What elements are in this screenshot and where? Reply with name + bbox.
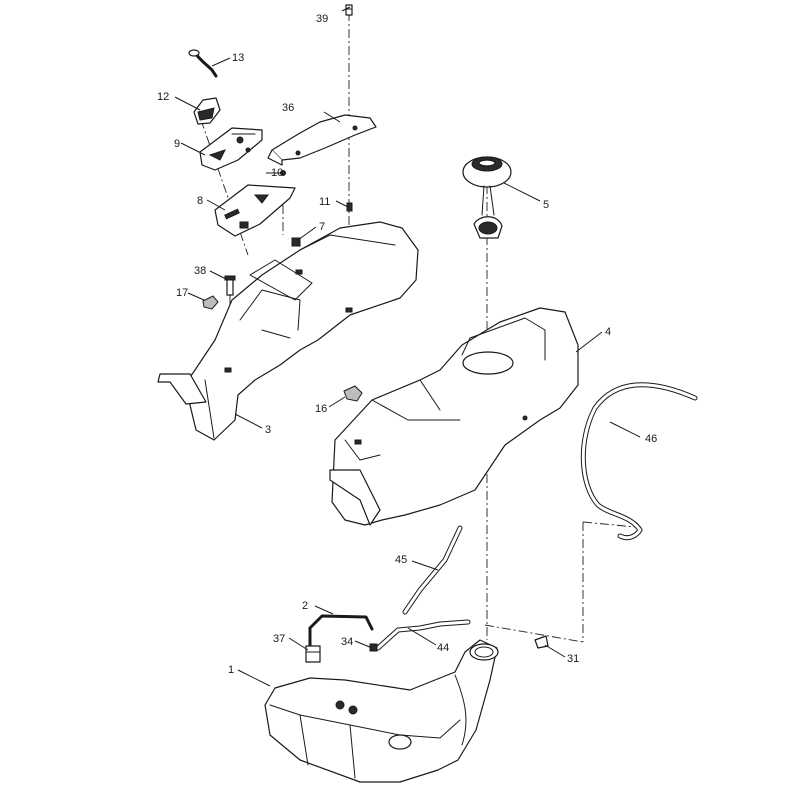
callout-9: 9 bbox=[174, 138, 180, 150]
part-3-console-body bbox=[157, 221, 419, 441]
callout-3: 3 bbox=[265, 424, 271, 436]
callout-37: 37 bbox=[273, 633, 285, 645]
part-17-cap bbox=[202, 295, 219, 310]
part-46-hose bbox=[580, 382, 698, 541]
callout-2: 2 bbox=[302, 600, 308, 612]
callout-7: 7 bbox=[319, 221, 325, 233]
callout-10: 10 bbox=[271, 167, 283, 179]
callout-31: 31 bbox=[567, 653, 579, 665]
callout-1: 1 bbox=[228, 664, 234, 676]
part-36-cover-plate bbox=[267, 114, 377, 166]
part-7-clip bbox=[291, 237, 301, 247]
part-39-bolt bbox=[345, 4, 353, 16]
callout-39: 39 bbox=[316, 13, 328, 25]
part-31-connector bbox=[534, 635, 549, 649]
part-16-cap bbox=[343, 385, 363, 402]
part-45-hose bbox=[402, 525, 463, 615]
callout-38: 38 bbox=[194, 265, 206, 277]
part-37-fastener bbox=[305, 645, 321, 663]
callout-labels: 39 13 12 36 9 10 8 11 7 38 17 5 4 46 16 … bbox=[157, 13, 657, 676]
part-8-plate bbox=[214, 184, 296, 237]
callout-17: 17 bbox=[176, 287, 188, 299]
callout-8: 8 bbox=[197, 195, 203, 207]
callout-36: 36 bbox=[282, 102, 294, 114]
callout-34: 34 bbox=[341, 636, 353, 648]
part-12-grip bbox=[193, 97, 221, 125]
callout-12: 12 bbox=[157, 91, 169, 103]
part-44-fuel-line bbox=[375, 619, 471, 651]
callout-5: 5 bbox=[543, 199, 549, 211]
callout-46: 46 bbox=[645, 433, 657, 445]
part-1-fuel-tank bbox=[264, 639, 499, 783]
callout-13: 13 bbox=[232, 52, 244, 64]
callout-4: 4 bbox=[605, 326, 611, 338]
callout-11: 11 bbox=[319, 196, 330, 208]
callout-44: 44 bbox=[437, 642, 449, 654]
part-9-bracket bbox=[199, 127, 263, 171]
part-13-rod bbox=[188, 49, 218, 78]
part-5-fuel-cap bbox=[462, 156, 512, 239]
callout-16: 16 bbox=[315, 403, 327, 415]
callout-45: 45 bbox=[395, 554, 407, 566]
part-4-console-body bbox=[329, 307, 579, 526]
callout-leaders bbox=[174, 6, 641, 687]
